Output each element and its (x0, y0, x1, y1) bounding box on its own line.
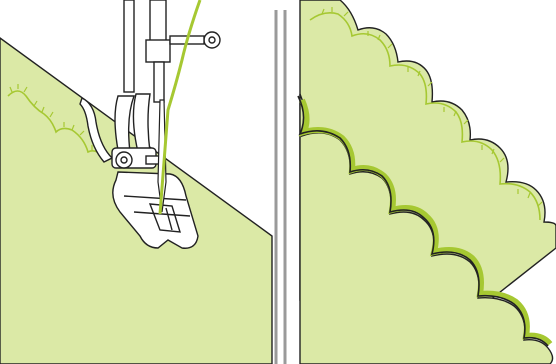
right-panel (298, 0, 556, 364)
needle-bar (124, 0, 220, 102)
left-panel (0, 0, 272, 364)
panel-divider (276, 10, 285, 364)
